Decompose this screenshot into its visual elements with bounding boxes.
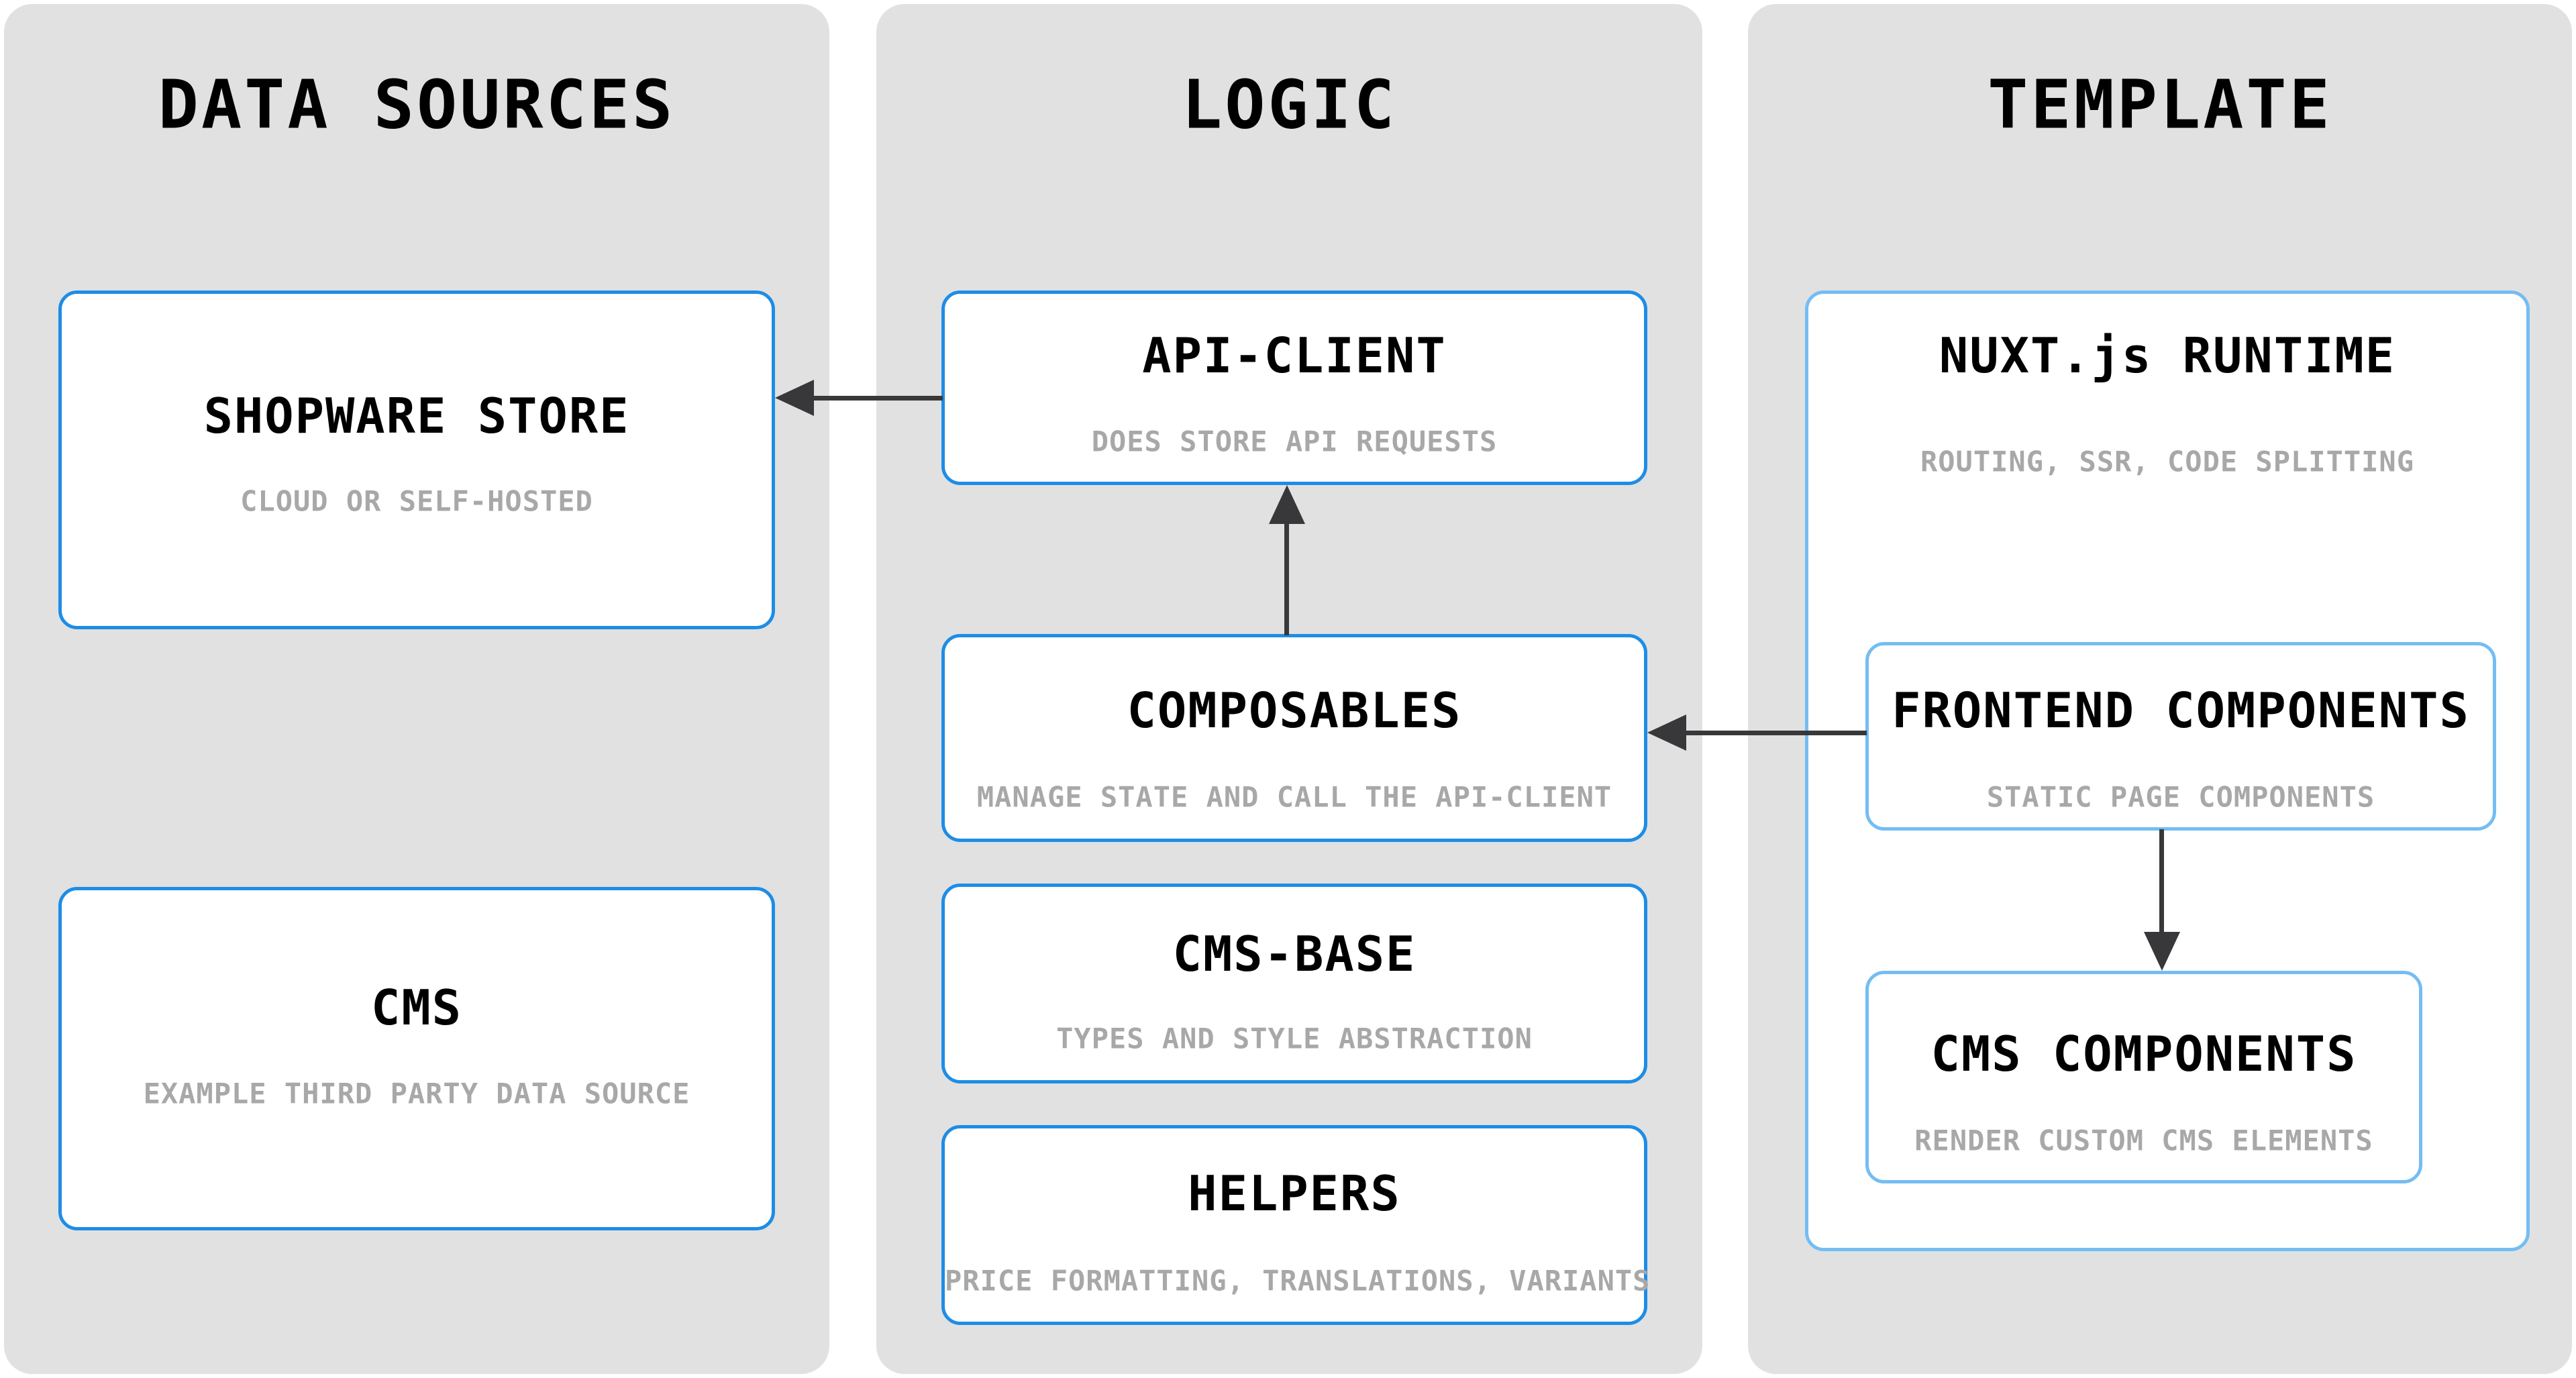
arrow-head-left-icon xyxy=(775,380,814,416)
box-cms: CMS EXAMPLE THIRD PARTY DATA SOURCE xyxy=(58,887,775,1230)
column-title: DATA SOURCES xyxy=(158,65,676,144)
box-subtitle: RENDER CUSTOM CMS ELEMENTS xyxy=(1914,1124,2373,1157)
arrow-line xyxy=(2159,829,2164,934)
box-subtitle: STATIC PAGE COMPONENTS xyxy=(1986,780,2375,814)
arrow-line xyxy=(1683,731,1867,735)
arrow-head-up-icon xyxy=(1269,485,1305,524)
box-subtitle: DOES STORE API REQUESTS xyxy=(1091,425,1498,458)
box-subtitle: MANAGE STATE AND CALL THE API-CLIENT xyxy=(976,780,1612,814)
arrow-head-left-icon xyxy=(1647,714,1686,751)
arrow-line xyxy=(1284,521,1289,635)
box-shopware-store: SHOPWARE STORE CLOUD OR SELF-HOSTED xyxy=(58,290,775,629)
box-title: COMPOSABLES xyxy=(1127,682,1462,739)
arrow-line xyxy=(811,396,943,401)
box-title: HELPERS xyxy=(1188,1165,1401,1222)
box-composables: COMPOSABLES MANAGE STATE AND CALL THE AP… xyxy=(941,634,1647,842)
box-title: NUXT.js RUNTIME xyxy=(1939,327,2396,384)
box-helpers: HELPERS PRICE FORMATTING, TRANSLATIONS, … xyxy=(941,1125,1651,1325)
column-title: TEMPLATE xyxy=(1988,65,2332,144)
box-subtitle: ROUTING, SSR, CODE SPLITTING xyxy=(1920,445,2414,478)
box-subtitle: CLOUD OR SELF-HOSTED xyxy=(240,484,593,518)
box-title: SHOPWARE STORE xyxy=(203,388,630,444)
box-subtitle: PRICE FORMATTING, TRANSLATIONS, VARIANTS xyxy=(945,1264,1651,1297)
arrow-head-down-icon xyxy=(2144,932,2180,971)
box-api-client: API-CLIENT DOES STORE API REQUESTS xyxy=(941,290,1647,485)
box-subtitle: TYPES AND STYLE ABSTRACTION xyxy=(1056,1022,1533,1055)
box-title: FRONTEND COMPONENTS xyxy=(1892,682,2470,739)
box-frontend-components: FRONTEND COMPONENTS STATIC PAGE COMPONEN… xyxy=(1865,642,2496,831)
column-title: LOGIC xyxy=(1181,65,1398,144)
box-title: API-CLIENT xyxy=(1142,327,1447,384)
box-title: CMS xyxy=(370,979,463,1036)
box-subtitle: EXAMPLE THIRD PARTY DATA SOURCE xyxy=(143,1077,690,1110)
box-title: CMS-BASE xyxy=(1172,926,1416,982)
box-title: CMS COMPONENTS xyxy=(1930,1026,2357,1082)
box-cms-base: CMS-BASE TYPES AND STYLE ABSTRACTION xyxy=(941,884,1647,1083)
box-cms-components: CMS COMPONENTS RENDER CUSTOM CMS ELEMENT… xyxy=(1865,971,2422,1183)
